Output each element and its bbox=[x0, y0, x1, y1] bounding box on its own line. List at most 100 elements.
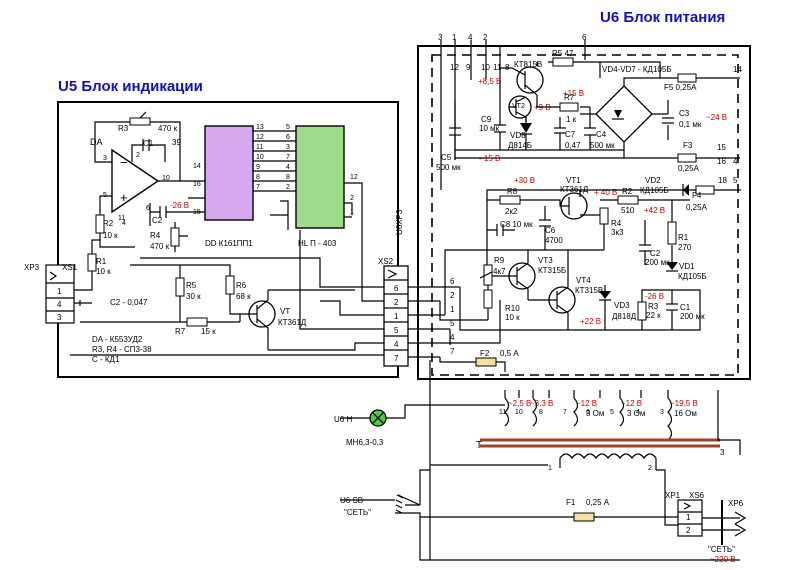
f5-label: F5 0,25А bbox=[664, 83, 697, 92]
minus26v-label: -26 В bbox=[170, 201, 189, 210]
opamp-pin: 3 bbox=[103, 155, 107, 162]
transistor-vt3-kt815v: КТ815В bbox=[500, 60, 544, 105]
opamp-pin: 10 bbox=[162, 175, 170, 182]
vt1-label: VT1 bbox=[566, 176, 581, 185]
c3-label: C3 bbox=[679, 109, 690, 118]
chip-hl: HL П - 403 12 2 1 bbox=[295, 125, 358, 248]
svg-text:14: 14 bbox=[733, 65, 742, 74]
c8-label: C8 10 мк bbox=[500, 220, 533, 229]
lamp-type-label: МН6,3-0,3 bbox=[346, 438, 384, 447]
vt3b-label: VT3 bbox=[538, 256, 553, 265]
svg-text:2: 2 bbox=[350, 195, 354, 202]
svg-text:5: 5 bbox=[394, 326, 399, 335]
svg-text:7: 7 bbox=[256, 184, 260, 191]
winding4-resistance: 16 Ом bbox=[674, 409, 697, 418]
svg-text:8: 8 bbox=[539, 409, 543, 416]
xs2-label: XS2 bbox=[378, 257, 394, 266]
note-c: С - КД1 bbox=[92, 355, 120, 364]
svg-text:8: 8 bbox=[286, 174, 290, 181]
mains-voltage: ~220 В bbox=[710, 555, 736, 564]
f4-value: 0,25А bbox=[686, 203, 708, 212]
c1-label: C1 bbox=[143, 139, 154, 148]
r4-value: 470 к bbox=[150, 242, 170, 251]
svg-text:2: 2 bbox=[686, 526, 691, 535]
vd4-vd7-label: VD4-VD7 - КД105Б bbox=[602, 65, 672, 74]
svg-text:9: 9 bbox=[256, 164, 260, 171]
f5-fuse bbox=[677, 73, 697, 83]
transistor-vt: VT КТ361Д bbox=[248, 290, 307, 350]
dd-pin: 14 bbox=[193, 163, 201, 170]
r4-label: R4 bbox=[611, 219, 622, 228]
f1-value: 0,25 А bbox=[586, 498, 610, 507]
svg-text:4: 4 bbox=[733, 157, 738, 166]
opamp-pin: 2 bbox=[136, 152, 140, 159]
r7-label: R7 bbox=[175, 327, 186, 336]
r1-value: 10 к bbox=[96, 267, 111, 276]
note-da: DA - К553УД2 bbox=[92, 335, 143, 344]
c4-label: C4 bbox=[596, 130, 607, 139]
vd1-value: КД105Б bbox=[678, 272, 707, 281]
vt4-value: КТ315В bbox=[575, 286, 603, 295]
svg-text:4: 4 bbox=[286, 164, 290, 171]
f2-fuse bbox=[475, 357, 497, 367]
da-label: DA bbox=[90, 137, 103, 147]
chip-dd: DD К161ПП1 14 16 15 bbox=[193, 125, 254, 248]
r1-resistor bbox=[87, 253, 97, 272]
xs1-label: XS1 bbox=[62, 263, 78, 272]
r2-label: R2 bbox=[622, 187, 633, 196]
svg-text:6: 6 bbox=[450, 277, 455, 286]
svg-text:2: 2 bbox=[450, 291, 455, 300]
c6-value: 4700 bbox=[545, 236, 563, 245]
svg-text:11: 11 bbox=[256, 144, 263, 151]
svg-text:2: 2 bbox=[648, 465, 652, 472]
svg-text:7: 7 bbox=[450, 347, 455, 356]
v42-label: +42 В bbox=[644, 206, 665, 215]
svg-text:8: 8 bbox=[256, 174, 260, 181]
vd3-label: VD3 bbox=[614, 301, 630, 310]
sb-label: U6 SB bbox=[340, 496, 363, 505]
svg-text:12: 12 bbox=[450, 63, 459, 72]
svg-text:6: 6 bbox=[286, 134, 290, 141]
hl-label: HL П - 403 bbox=[298, 239, 337, 248]
f1-label: F1 bbox=[566, 498, 576, 507]
vm26-label: -26 В bbox=[645, 292, 664, 301]
lamp-u6h bbox=[340, 404, 505, 427]
winding2-resistance: 3 Ом bbox=[586, 409, 604, 418]
svg-text:6: 6 bbox=[394, 284, 399, 293]
dd-hl-bus: 13 12 11 10 9 8 7 5 6 3 7 4 8 2 bbox=[253, 124, 296, 192]
c5-label: C5 bbox=[441, 153, 452, 162]
vt4-label: VT4 bbox=[576, 276, 591, 285]
xp1-label: XP1 bbox=[665, 491, 681, 500]
svg-text:1: 1 bbox=[548, 465, 552, 472]
v24-label: ~24 В bbox=[706, 113, 727, 122]
r5-value: 30 к bbox=[186, 292, 201, 301]
r1-value: 270 bbox=[678, 243, 692, 252]
vd3-value: Д818Д bbox=[612, 312, 637, 321]
svg-text:1: 1 bbox=[686, 513, 691, 522]
vt2-label: VT2 bbox=[512, 103, 525, 110]
r5-47-resistor bbox=[552, 57, 574, 67]
opamp-pin: 4 bbox=[122, 220, 126, 227]
v30-label: +30 В bbox=[514, 176, 535, 185]
svg-text:6: 6 bbox=[582, 33, 587, 42]
r1-270-resistor bbox=[667, 221, 677, 245]
r5-label: R5 bbox=[186, 281, 197, 290]
svg-text:5: 5 bbox=[733, 176, 738, 185]
xp3-label: XP3 bbox=[24, 263, 40, 272]
winding1-voltage-a: ~2,5 В bbox=[508, 399, 531, 408]
transistor-vt3b: VT3 КТ315Б bbox=[492, 250, 566, 300]
r2-label: R2 bbox=[103, 219, 114, 228]
svg-text:−: − bbox=[120, 155, 128, 170]
svg-text:11: 11 bbox=[493, 63, 502, 72]
svg-text:18: 18 bbox=[718, 176, 727, 185]
r4-label: R4 bbox=[150, 231, 161, 240]
winding1-voltage-b: ~3,3 В bbox=[530, 399, 553, 408]
svg-text:8: 8 bbox=[505, 63, 510, 72]
svg-text:2: 2 bbox=[394, 298, 399, 307]
svg-text:7: 7 bbox=[394, 354, 399, 363]
r9-value: 4к7 bbox=[493, 267, 506, 276]
c2-value: 200 мк bbox=[645, 258, 670, 267]
vd2-label: VD2 bbox=[645, 176, 661, 185]
svg-text:10: 10 bbox=[481, 63, 490, 72]
r2-510-resistor bbox=[617, 195, 639, 205]
